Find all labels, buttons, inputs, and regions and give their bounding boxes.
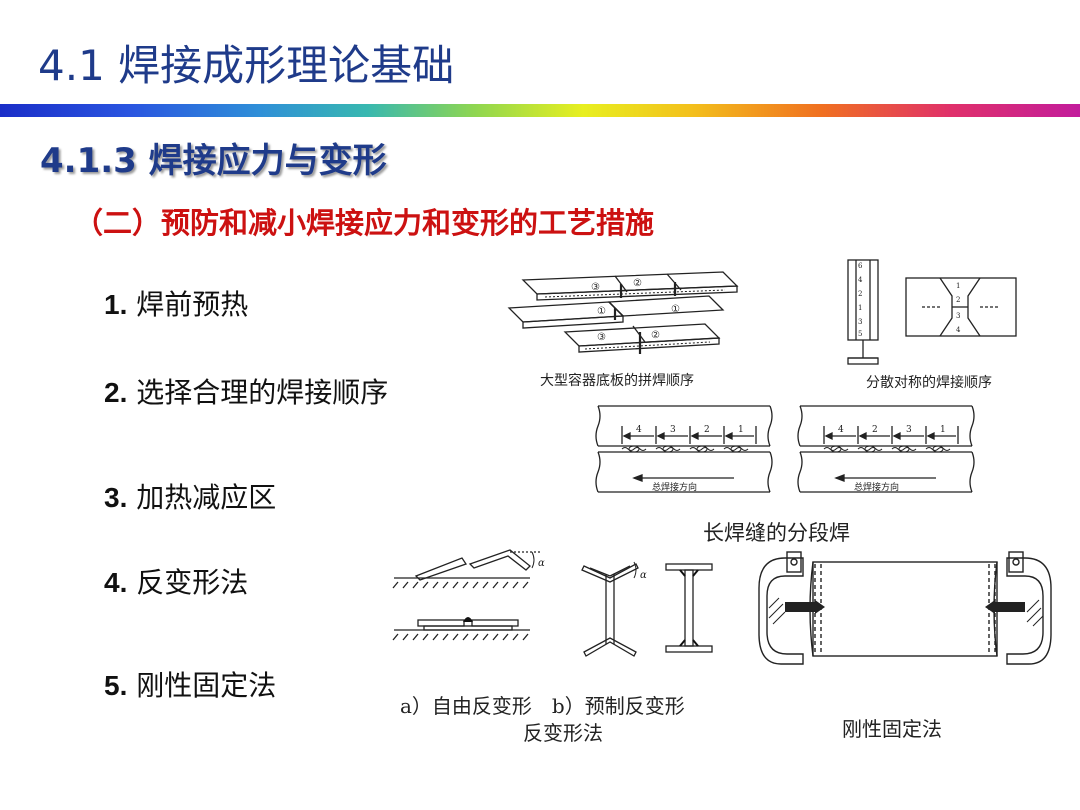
angle-label: α [538,558,545,569]
seq-label: ③ [591,282,600,293]
segment-label: 4 [636,425,642,435]
item-text: 选择合理的焊接顺序 [136,376,389,409]
item-number: 5. [104,670,128,701]
joint-label: 2 [956,296,960,304]
section-heading: （二）预防和减小焊接应力和变形的工艺措施 [74,206,655,240]
seq-label: ② [633,278,642,289]
item-text: 加热减应区 [136,481,277,514]
scale-label: 5 [858,330,862,338]
list-item-2: 2. 选择合理的焊接顺序 [104,371,388,411]
item-number: 4. [104,567,128,598]
item-text: 焊前预热 [136,288,249,321]
segment-label: 3 [906,425,912,435]
segment-label: 1 [738,425,744,435]
segment-label: 2 [872,425,878,435]
segment-label: 1 [940,425,946,435]
seq-label: ③ [597,332,606,343]
seq-label: ② [651,330,660,341]
direction-label: 总焊接方向 [854,481,899,493]
segment-label: 2 [704,425,710,435]
item-number: 1. [104,289,128,320]
scale-label: 4 [858,276,863,284]
segmented-weld-right-figure: 4 2 3 1 总焊接方向 [797,405,975,493]
item-number: 3. [104,482,128,513]
direction-label: 总焊接方向 [652,481,697,493]
scale-label: 6 [858,262,863,270]
segment-label: 4 [838,425,844,435]
scale-label: 2 [858,290,862,298]
reverse-caption: 反变形法 [523,721,603,745]
segmented-caption: 长焊缝的分段焊 [703,521,850,545]
joint-label: 3 [956,312,960,320]
list-item-5: 5. 刚性固定法 [104,664,276,704]
rigid-caption: 刚性固定法 [842,717,942,741]
list-item-3: 3. 加热减应区 [104,476,276,516]
list-item-1: 1. 焊前预热 [104,283,248,323]
scale-label: 1 [858,304,862,312]
segmented-weld-left-figure: 4 3 2 1 总焊接方向 [595,405,773,493]
slide-title: 4.1 焊接成形理论基础 [38,41,455,90]
item-text: 刚性固定法 [136,669,277,702]
scale-label: 3 [858,318,862,326]
reverse-deformation-figure: α α [392,549,713,657]
rigid-fixing-figure [758,551,1052,665]
symmetric-sequence-figure: 6 4 2 1 3 5 1 2 3 4 [847,259,1017,365]
joint-label: 4 [956,326,961,334]
segment-label: 3 [670,425,676,435]
seq-label: ① [671,304,680,315]
reverse-ab-caption: a）自由反变形 b）预制反变形 [400,694,685,718]
slide-subtitle: 4.1.3 焊接应力与变形 [40,141,387,181]
container-plate-caption: 大型容器底板的拼焊顺序 [540,373,694,389]
seq-label: ① [597,306,606,317]
title-divider [0,104,1080,117]
symmetric-caption: 分散对称的焊接顺序 [866,375,992,391]
angle-label: α [640,570,647,581]
container-plate-figure: ③ ② ① ① ③ ② [507,271,739,354]
list-item-4: 4. 反变形法 [104,561,248,601]
item-number: 2. [104,377,128,408]
joint-label: 1 [956,282,960,290]
item-text: 反变形法 [136,566,249,599]
